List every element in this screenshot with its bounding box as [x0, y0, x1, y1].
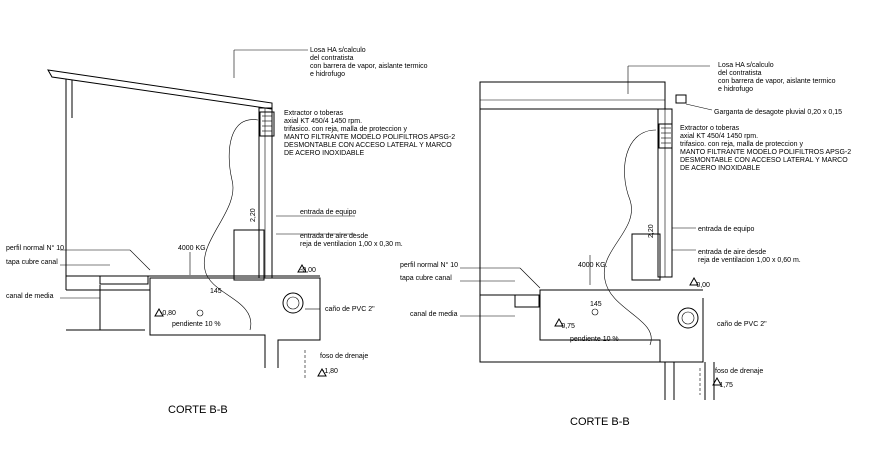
right-nivel-175: -1,75	[717, 382, 733, 389]
left-losa-line3: con barrera de vapor, aislante termico	[310, 63, 428, 70]
left-canal: canal de media	[6, 293, 54, 300]
right-garganta: Garganta de desagote pluvial 0,20 x 0,15	[714, 109, 842, 116]
left-nivel-180: -1,80	[322, 368, 338, 375]
right-channel-cover	[514, 294, 540, 308]
right-cabinet	[631, 233, 661, 281]
left-foso: foso de drenaje	[320, 353, 368, 360]
right-extractor-line1: Extractor o toberas	[680, 125, 740, 132]
right-drain-pipe	[664, 362, 675, 400]
left-dim-220: 2,20	[250, 208, 257, 222]
right-level-marker	[689, 276, 699, 286]
right-airflow-path	[603, 129, 657, 346]
left-tapa: tapa cubre canal	[6, 259, 58, 266]
right-pvc-pipe	[677, 307, 699, 329]
right-peso: 4000 KG.	[578, 262, 608, 269]
right-section	[460, 65, 722, 400]
left-vertical-duct	[258, 107, 273, 279]
left-extractor	[259, 111, 275, 137]
right-dim-145: 145	[590, 301, 602, 308]
left-cano: caño de PVC 2"	[325, 306, 375, 313]
right-cano: caño de PVC 2"	[717, 321, 767, 328]
right-extractor-line5: DESMONTABLE CON ACCESO LATERAL Y MARCO	[680, 157, 848, 164]
right-extractor-line3: trifasico. con reja, malla de proteccion…	[680, 141, 803, 148]
right-entrada-aire-line2: reja de ventilacion 1,00 x 0,60 m.	[698, 257, 801, 264]
right-canal: canal de media	[410, 311, 458, 318]
left-entrada-aire-line2: reja de ventilacion 1,00 x 0,30 m.	[300, 241, 403, 248]
left-entrada-equipo: entrada de equipo	[300, 209, 357, 216]
left-pvc-pipe	[282, 292, 304, 314]
left-nivel-0: -0,00	[300, 267, 316, 274]
left-extractor-line2: axial KT 450/4 1450 rpm.	[284, 118, 362, 125]
right-nivel-075: -0,75	[559, 323, 575, 330]
right-losa-line3: con barrera de vapor, aislante termico	[718, 78, 836, 85]
left-section	[47, 49, 355, 380]
left-labels: Losa HA s/calculo del contratista con ba…	[6, 47, 455, 416]
right-extractor	[658, 123, 673, 149]
right-pendiente: pendiente 10 %	[570, 336, 619, 343]
left-entrada-aire-line1: entrada de aire desde	[300, 233, 368, 240]
left-peso: 4000 KG.	[178, 245, 208, 252]
left-pendiente: pendiente 10 %	[172, 321, 221, 328]
left-extractor-line4: MANTO FILTRANTE MODELO POLIFILTROS APSG-…	[284, 134, 455, 141]
right-extractor-line6: DE ACERO INOXIDABLE	[680, 165, 760, 172]
right-extractor-line2: axial KT 450/4 1450 rpm.	[680, 133, 758, 140]
left-title: CORTE B-B	[168, 404, 228, 416]
right-dim-220: 2,20	[648, 224, 655, 238]
left-extractor-line1: Extractor o toberas	[284, 110, 344, 117]
right-losa-line4: e hidrofugo	[718, 86, 753, 93]
left-roof-slab	[47, 69, 273, 110]
right-title: CORTE B-B	[570, 416, 630, 428]
left-extractor-line3: trifasico. con reja, malla de proteccion…	[284, 126, 407, 133]
left-losa-line2: del contratista	[310, 55, 354, 62]
left-level-marker	[297, 263, 307, 273]
left-dim-145: 145	[210, 288, 222, 295]
right-labels: Losa HA s/calculo del contratista con ba…	[400, 62, 851, 428]
left-cabinet	[233, 229, 265, 281]
right-losa-line1: Losa HA s/calculo	[718, 62, 774, 69]
right-gutter	[675, 94, 687, 104]
left-nivel-080: -0,80	[160, 310, 176, 317]
left-channel-cover	[99, 275, 149, 285]
left-losa-line4: e hidrofugo	[310, 71, 345, 78]
left-losa-line1: Losa HA s/calculo	[310, 47, 366, 54]
right-nivel-0: -0,00	[694, 282, 710, 289]
right-perfil: perfil normal N° 10	[400, 261, 458, 269]
right-losa-line2: del contratista	[718, 70, 762, 77]
right-outer-wall	[479, 109, 704, 363]
right-entrada-aire-line1: entrada de aire desde	[698, 249, 766, 256]
left-airflow-path	[203, 119, 259, 331]
left-perfil: perfil normal N° 10	[6, 244, 64, 252]
left-extractor-line6: DE ACERO INOXIDABLE	[284, 150, 364, 157]
right-entrada-equipo: entrada de equipo	[698, 226, 755, 233]
right-foso: foso de drenaje	[715, 368, 763, 375]
right-extractor-line4: MANTO FILTRANTE MODELO POLIFILTROS APSG-…	[680, 149, 851, 156]
right-tapa: tapa cubre canal	[400, 275, 452, 282]
left-extractor-line5: DESMONTABLE CON ACCESO LATERAL Y MARCO	[284, 142, 452, 149]
right-roof-slab	[479, 81, 666, 110]
